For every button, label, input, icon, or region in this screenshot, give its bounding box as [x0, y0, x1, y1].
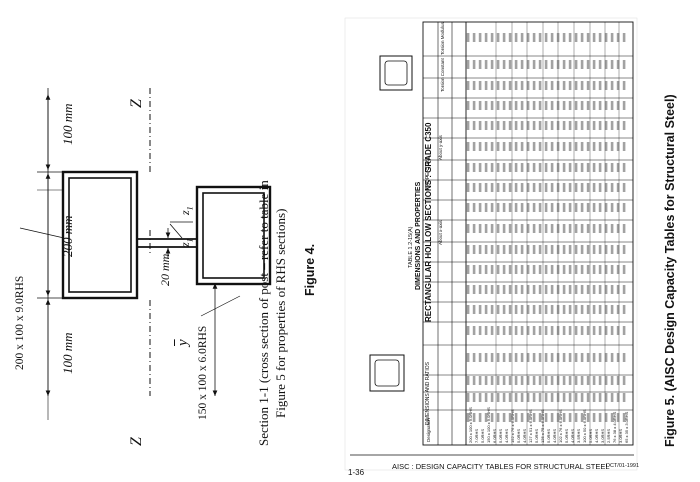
table-row-designation: 4.0RHS: [504, 428, 509, 443]
rhs-icon-top-inner: [384, 60, 408, 86]
table-column-dividers: [423, 55, 633, 411]
table-row-designation: 5.0RHS: [564, 428, 569, 443]
table-row-designation: 4.0RHS: [522, 428, 527, 443]
table-row-designation: 5.0RHS: [516, 428, 521, 443]
table-row-designation: 5.0RHS: [534, 428, 539, 443]
rhs-icon-bottom-outer: [369, 354, 405, 392]
table-row-designation: 4.0RHS: [570, 428, 575, 443]
lower-rhs-outer: [195, 185, 272, 286]
table-row-designation: 127 x 51 x 6.0RHS: [528, 409, 533, 443]
upper-rhs-inner: [68, 177, 132, 293]
about-y-header: About y-axis: [438, 135, 443, 160]
table-title: DIMENSIONS AND PROPERTIES: [415, 181, 422, 290]
table-row-group-rules: [495, 22, 620, 445]
footer-date: DCT/01-1991: [606, 463, 640, 469]
about-x-header: About x-axis: [438, 220, 443, 245]
table-row-designation: 65 x 35 x 3.0RHS: [624, 411, 629, 443]
lower-rhs-inner: [202, 192, 265, 279]
table-row-designation: 5.0RHS: [588, 428, 593, 443]
figure5-caption: Figure 5. (AISC Design Capacity Tables f…: [663, 94, 677, 447]
table-row-designation: 4.0RHS: [594, 428, 599, 443]
table-row-designation: 5.0RHS: [480, 428, 485, 443]
data-table-frame: [422, 21, 634, 446]
leader-lower-rhs: [200, 295, 241, 317]
torsion-constant-header: Torsion Constant: [440, 58, 445, 92]
z1-tick-b: [169, 223, 183, 239]
page-number: 1-36: [348, 468, 365, 477]
table-row-designation: 100 x 50 x 6.0RHS: [582, 409, 587, 443]
dims-ratios-header: DIMENSIONS AND RATIOS: [425, 362, 431, 425]
table-subtitle: RECTANGULAR HOLLOW SECTIONS : GRADE C350: [424, 122, 433, 322]
rhs-icon-top-outer: [379, 55, 413, 91]
table-row-designation: 5.0RHS: [498, 428, 503, 443]
table-number: TABLE 1.2-15(A): [408, 226, 414, 268]
table-row-designation: 3.0RHS: [600, 428, 605, 443]
table-row-designation: 6.0RHS: [492, 428, 497, 443]
table-row-designation: 4.0RHS: [552, 428, 557, 443]
properties-header: PROPERTIES: [425, 157, 431, 190]
table-row-designation: 2.5RHS: [606, 428, 611, 443]
table-row-designation: 150 x 100 x 9.0RHS: [486, 407, 491, 443]
table-row-designation: 102 x 76 x 6.0RHS: [558, 409, 563, 443]
footer-title: AISC : DESIGN CAPACITY TABLES FOR STRUCT…: [392, 462, 610, 471]
designation-header: Designation: [426, 418, 431, 442]
table-row-designation: 5.0RHS: [546, 428, 551, 443]
table-row-designation: 7.0RHS: [474, 428, 479, 443]
table-row-designation: 3.5RHS: [576, 428, 581, 443]
upper-rhs-outer: [61, 170, 139, 300]
leader-upper-rhs: [19, 227, 65, 239]
rhs-icon-bottom-inner: [374, 359, 400, 387]
table-row-designation: 125 x 75 x 6.0RHS: [540, 409, 545, 443]
table-row-designation: 3.0RHS: [618, 428, 623, 443]
table-row-designation: 76 x 38 x 4.0RHS: [612, 411, 617, 443]
torsion-modulus-header: Torsion Modulus: [440, 22, 445, 55]
table-row-designation: 200 x 100 x 9.0RHS: [468, 407, 473, 443]
table-row-designation: 152 x 76 x 6.0RHS: [510, 409, 515, 443]
table-cell-texture: [466, 33, 626, 422]
